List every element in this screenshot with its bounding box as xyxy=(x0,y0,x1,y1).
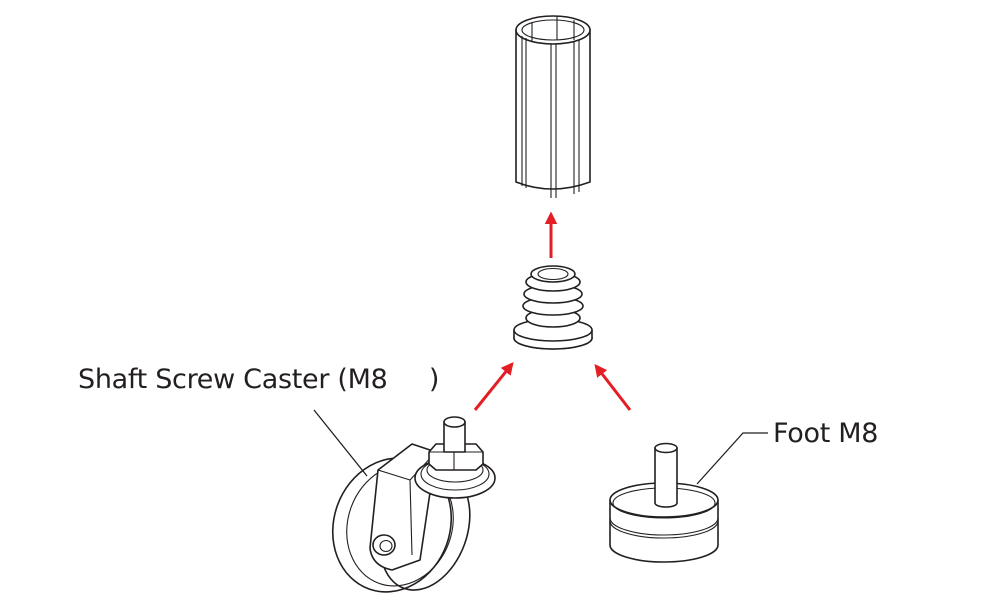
foot-part xyxy=(609,442,719,563)
insert-part xyxy=(513,265,593,350)
foot-leader-line xyxy=(696,432,768,485)
caster-label: Shaft Screw Caster (M8 ) xyxy=(78,364,440,395)
tube-part xyxy=(515,15,591,198)
caster-leader-line xyxy=(313,409,368,477)
arrow-foot-to-insert xyxy=(594,364,632,411)
caster-part xyxy=(331,416,496,593)
foot-label: Foot M8 xyxy=(773,418,879,449)
arrow-caster-to-insert xyxy=(473,362,514,411)
